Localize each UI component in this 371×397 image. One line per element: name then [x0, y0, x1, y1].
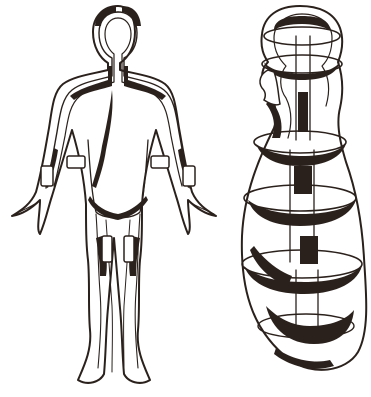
human-body-svg [0, 0, 230, 397]
sectional-container-illustration [230, 0, 371, 397]
sectional-container-svg [230, 0, 371, 397]
human-body-illustration [0, 0, 230, 397]
